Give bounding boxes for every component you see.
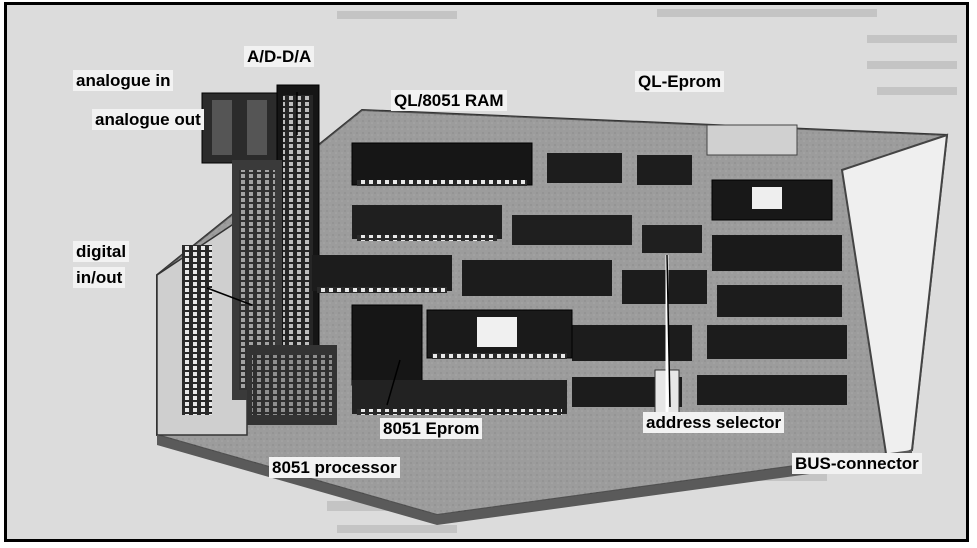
label-ql-eprom: QL-Eprom <box>635 71 725 92</box>
label-8051-eprom: 8051 Eprom <box>380 418 483 439</box>
label-address-selector: address selector <box>643 412 785 433</box>
label-ad-da: A/D-D/A <box>244 46 315 67</box>
figure-frame: analogue in analogue out digital in/out … <box>4 2 969 542</box>
label-8051-processor: 8051 processor <box>269 457 400 478</box>
chip-rows <box>312 205 847 407</box>
ql-8051-ram-chip <box>351 142 533 186</box>
label-analogue-in: analogue in <box>73 70 174 91</box>
label-digital: digital <box>73 241 130 262</box>
label-in-out: in/out <box>73 267 126 288</box>
label-bus-connector: BUS-connector <box>792 453 922 474</box>
label-ql-8051-ram: QL/8051 RAM <box>391 90 507 111</box>
label-analogue-out: analogue out <box>92 109 204 130</box>
processor-8051-chip <box>351 304 423 386</box>
